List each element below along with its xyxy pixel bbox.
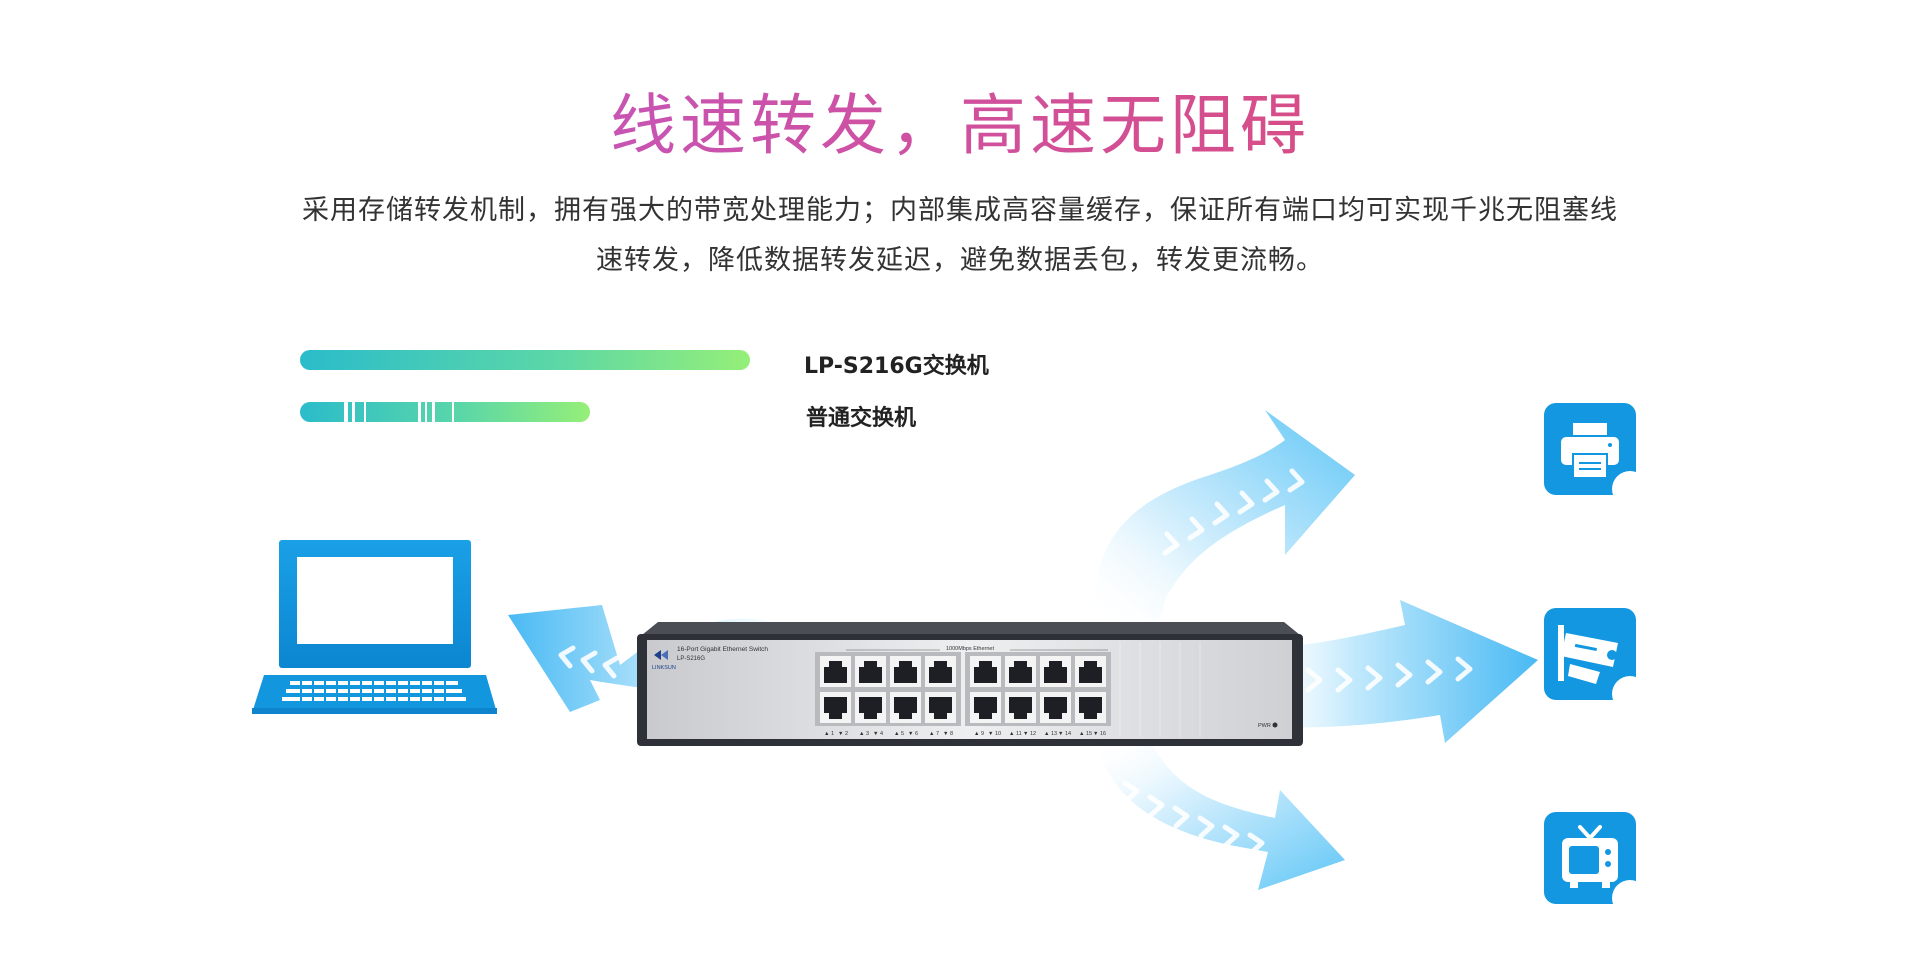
- port-number-label: ▼ 10: [988, 731, 1001, 737]
- ethernet-port: [1005, 656, 1036, 687]
- ethernet-port: [855, 656, 886, 687]
- port-grid: [815, 652, 1111, 726]
- ethernet-port: [1005, 692, 1036, 723]
- port-number-label: ▲ 15: [1079, 731, 1092, 737]
- switch-model-code: LP-S216G: [677, 656, 705, 662]
- ethernet-port: [970, 656, 1001, 687]
- description: 采用存储转发机制，拥有强大的带宽处理能力；内部集成高容量缓存，保证所有端口均可实…: [0, 186, 1920, 286]
- arrow-to-camera: [1230, 600, 1538, 743]
- port-number-label: ▲ 5: [894, 731, 904, 737]
- port-number-label: ▲ 13: [1044, 731, 1057, 737]
- power-led: [1272, 722, 1278, 728]
- switch-brand-name: LINKSUN: [652, 665, 676, 671]
- port-number-label: ▲ 3: [859, 731, 869, 737]
- ethernet-port: [820, 692, 851, 723]
- port-number-label: ▼ 4: [873, 731, 883, 737]
- tv-device: [1544, 812, 1648, 916]
- ethernet-port: [970, 692, 1001, 723]
- throughput-bar-full-label: LP-S216G交换机: [804, 354, 989, 379]
- headline: 线速转发，高速无阻碍: [0, 72, 1920, 168]
- throughput-bar-broken-label: 普通交换机: [806, 406, 917, 431]
- ethernet-port: [1075, 656, 1106, 687]
- ethernet-port: [890, 656, 921, 687]
- switch-power-label: PWR: [1258, 723, 1271, 729]
- ethernet-port: [890, 692, 921, 723]
- port-number-label: ▼ 6: [908, 731, 918, 737]
- camera-device: [1544, 608, 1648, 712]
- tv-icon: [1562, 825, 1618, 888]
- port-number-labels: ▲ 1 ▼ 2 ▲ 3 ▼ 4 ▲ 5 ▼ 6 ▲ 7 ▼ 8 ▲ 9 ▼ 10 ▲ 11▼ 12 ▲…: [824, 731, 1106, 737]
- ethernet-port: [925, 656, 956, 687]
- printer-icon: [1561, 423, 1619, 479]
- cctv-camera-icon: [1558, 625, 1618, 684]
- ethernet-port: [925, 692, 956, 723]
- description-line-2: 速转发，降低数据转发延迟，避免数据丢包，转发更流畅。: [596, 245, 1324, 276]
- switch-model-title: 16-Port Gigabit Ethernet Switch: [677, 646, 768, 653]
- network-switch: 16-Port Gigabit Ethernet Switch LP-S216G…: [637, 622, 1303, 746]
- ethernet-port: [1075, 692, 1106, 723]
- port-number-label: ▲ 7: [929, 731, 939, 737]
- port-number-label: ▲ 9: [974, 731, 984, 737]
- arrow-to-tv: [1095, 740, 1345, 890]
- throughput-bar-full: [300, 350, 750, 370]
- port-number-label: ▲ 1: [824, 731, 834, 737]
- arrow-to-printer: [1094, 410, 1355, 620]
- printer-device: [1544, 403, 1648, 507]
- ethernet-port: [1040, 692, 1071, 723]
- port-number-label: ▼ 2: [838, 731, 848, 737]
- description-line-1: 采用存储转发机制，拥有强大的带宽处理能力；内部集成高容量缓存，保证所有端口均可实…: [302, 195, 1618, 226]
- port-number-label: ▼ 14: [1058, 731, 1071, 737]
- port-number-label: ▼ 8: [943, 731, 953, 737]
- port-number-label: ▼ 16: [1093, 731, 1106, 737]
- switch-speed-label: 1000Mbps Ethernet: [946, 646, 994, 652]
- throughput-bar-broken: [300, 402, 590, 422]
- ethernet-port: [855, 692, 886, 723]
- port-number-label: ▼ 12: [1023, 731, 1036, 737]
- ethernet-port: [820, 656, 851, 687]
- switch-brand-logo: [654, 650, 668, 660]
- laptop-icon: [252, 540, 497, 714]
- ethernet-port: [1040, 656, 1071, 687]
- port-number-label: ▲ 11: [1009, 731, 1022, 737]
